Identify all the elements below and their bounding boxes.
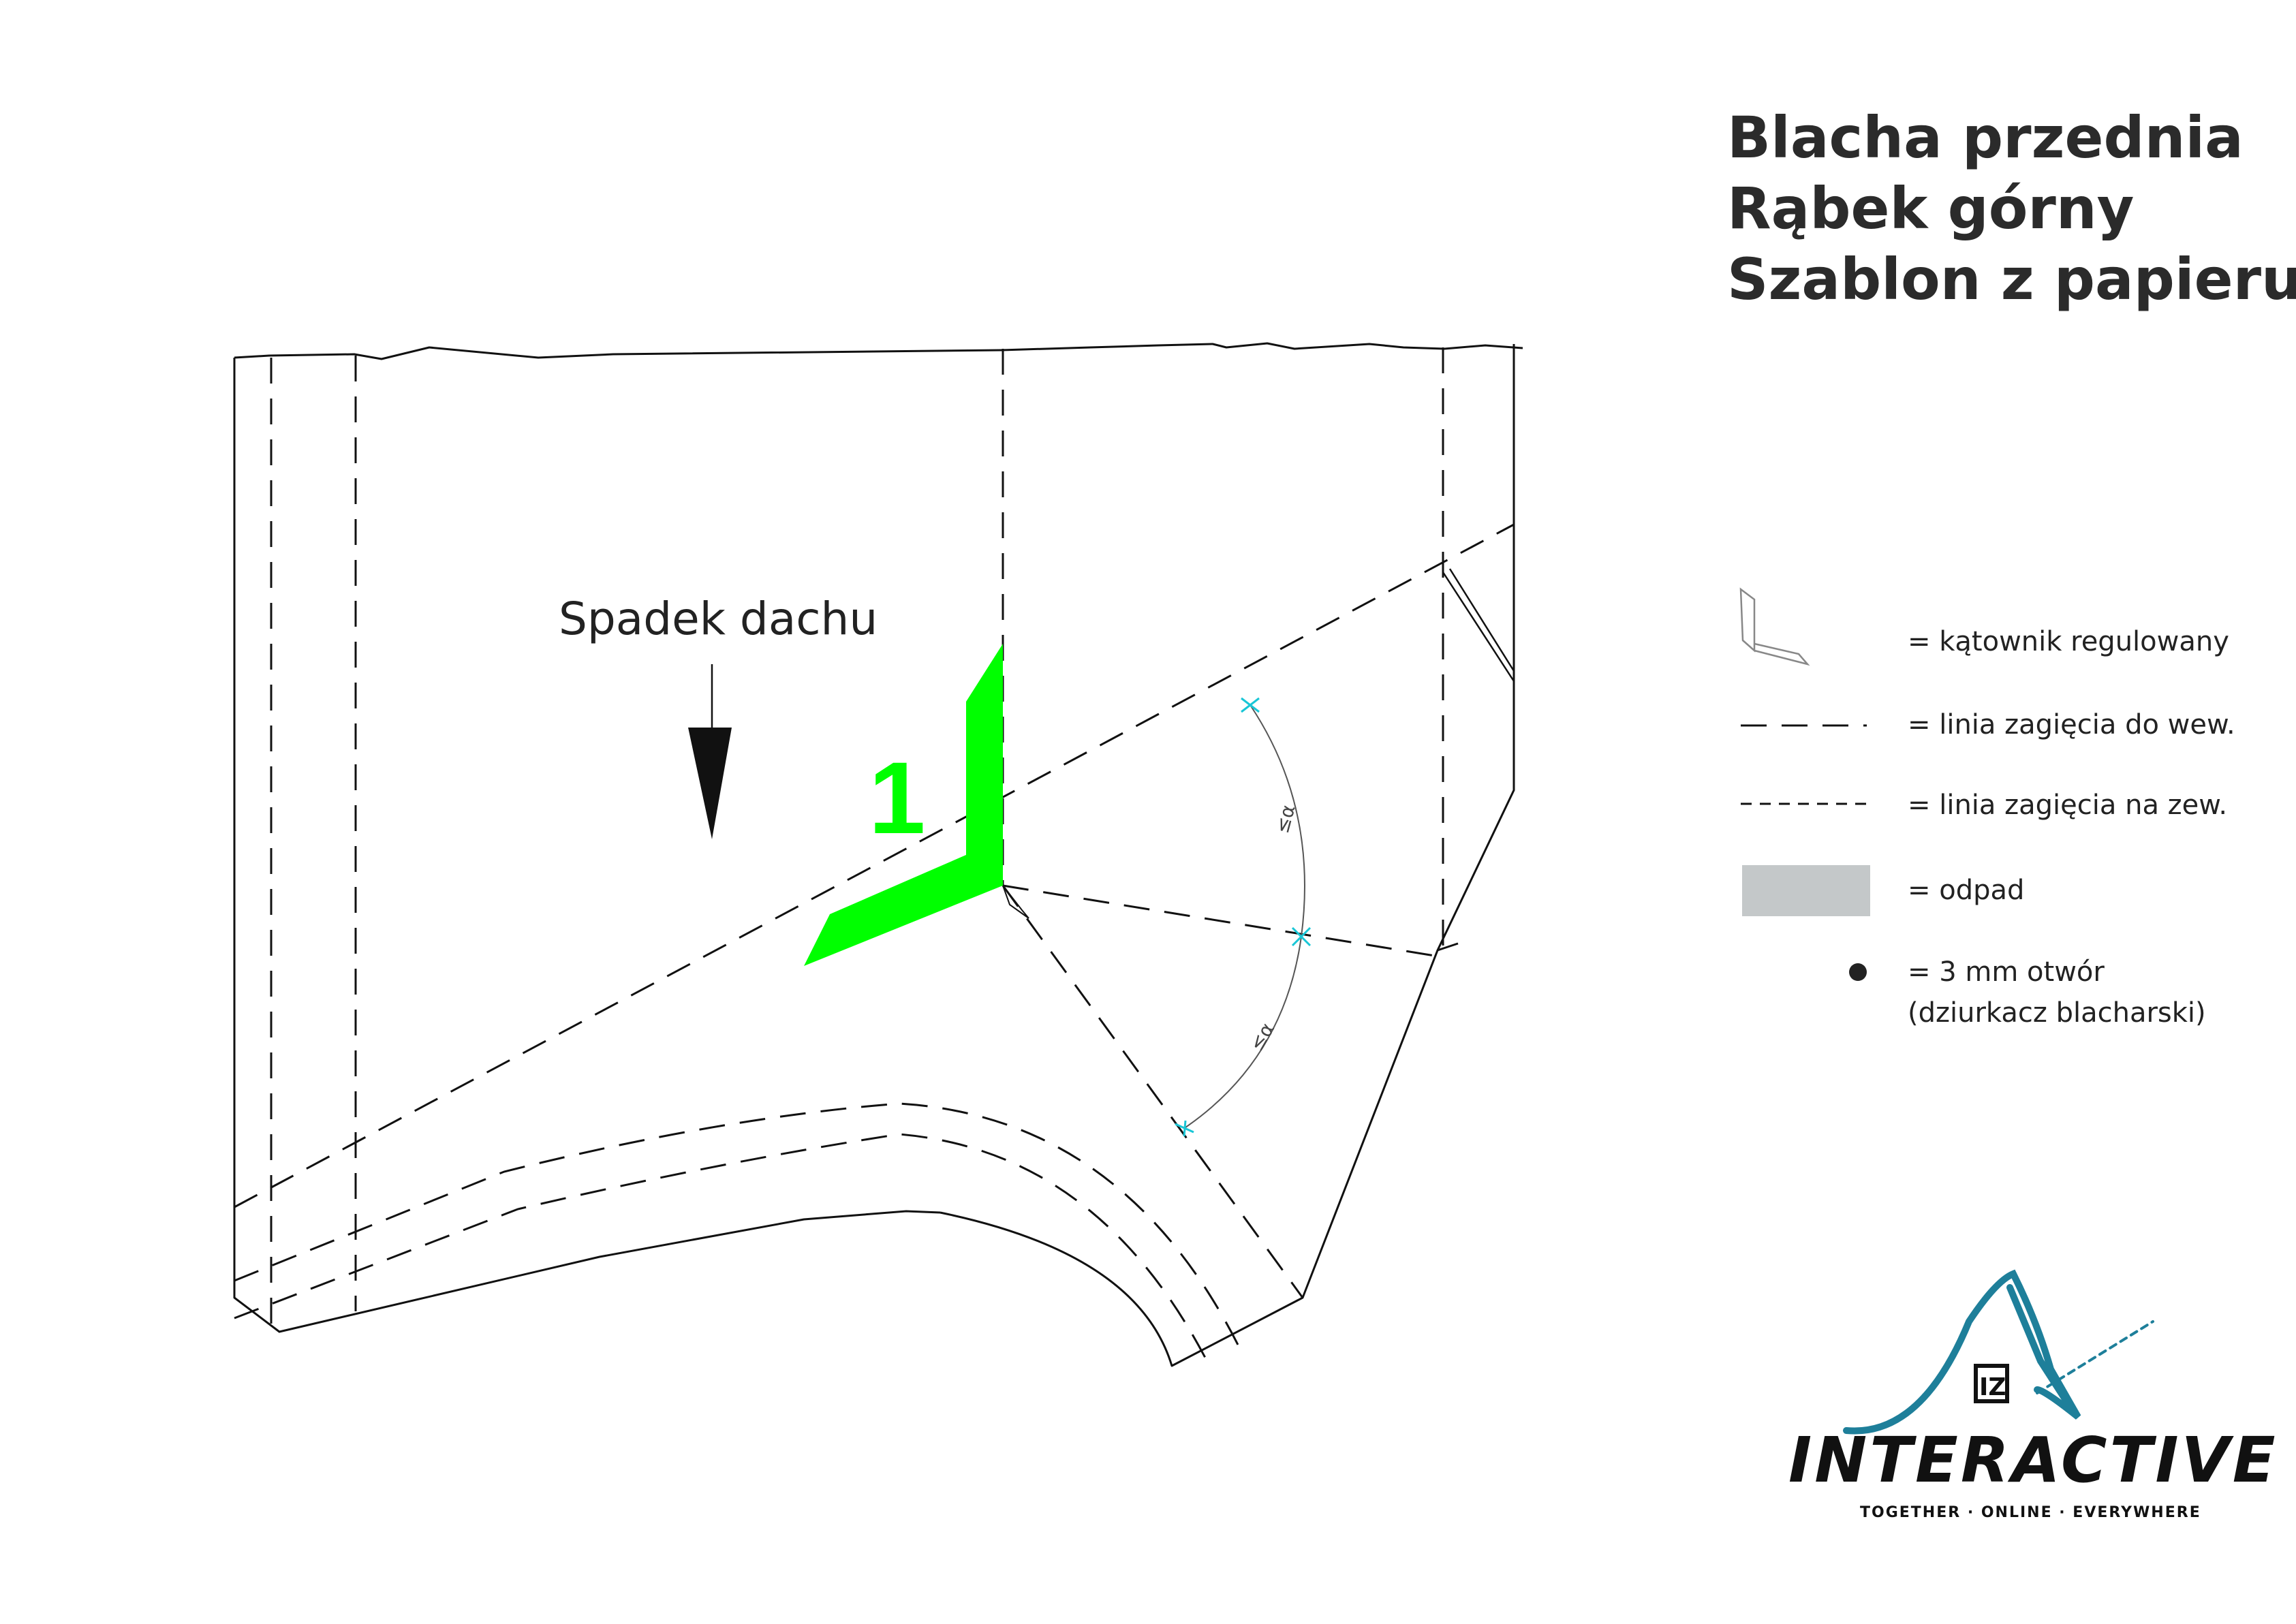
title-line-1: Blacha przednia: [1727, 104, 2244, 171]
legend-waste-swatch: [1742, 865, 1870, 916]
title-line-2: Rąbek górny: [1727, 175, 2135, 242]
legend-hole-dot: [1849, 963, 1867, 981]
right-notch: [1442, 568, 1515, 682]
angle-tick-1: [1241, 697, 1260, 713]
angle-arc-upper: [1250, 704, 1305, 937]
angle-tick-3: [1175, 1120, 1194, 1137]
adjustable-square-icon: [1739, 587, 1810, 666]
logo-badge-text: IZ: [1979, 1373, 2006, 1401]
logo-name: INTERACTIVE: [1788, 1424, 2278, 1497]
angle-arc-lower: [1185, 936, 1302, 1128]
legend-label-hole: = 3 mm otwór: [1908, 956, 2105, 988]
page-title: Blacha przednia Rąbek górny Szablon z pa…: [1727, 102, 2296, 315]
fold-diagonal: [234, 523, 1515, 1208]
angle-tick-2: [1291, 926, 1312, 947]
slope-label: Spadek dachu: [559, 593, 878, 645]
sheet-outline: [233, 342, 1523, 1367]
fold-curve-outer: [234, 1102, 1241, 1349]
fold-center-down: [1002, 885, 1304, 1298]
slope-arrow-head: [688, 728, 732, 839]
fold-center-right: [1002, 884, 1444, 958]
logo-tagline: TOGETHER · ONLINE · EVERYWHERE: [1860, 1504, 2201, 1521]
angle-label-2: ≤α: [1245, 1019, 1279, 1055]
legend-label-inward-fold: = linia zagięcia do wew.: [1908, 709, 2235, 740]
green-step-marker: [804, 644, 1003, 966]
right-edge: [1436, 344, 1515, 951]
step-number: 1: [869, 740, 926, 855]
legend-label-square: = kątownik regulowany: [1908, 626, 2229, 657]
hinge-symbol: [1002, 885, 1029, 919]
logo-badge: [1974, 1364, 2009, 1403]
angle-label-1: ≤α: [1271, 802, 1300, 836]
legend-label-outward-fold: = linia zagięcia na zew.: [1908, 790, 2228, 821]
fold-curve-inner: [234, 1133, 1207, 1360]
legend-label-hole-note: (dziurkacz blacharski): [1908, 997, 2206, 1029]
title-line-3: Szablon z papieru: [1727, 246, 2296, 313]
legend-label-waste: = odpad: [1908, 875, 2025, 906]
logo-mountain: [1843, 1269, 2154, 1435]
